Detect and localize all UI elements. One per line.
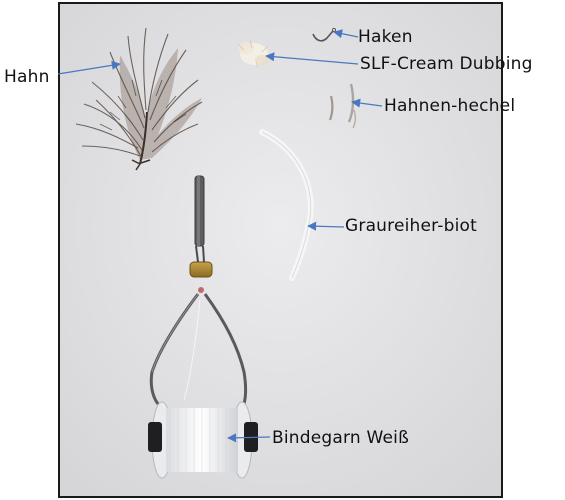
bobbin-holder-icon — [149, 175, 247, 405]
dubbing-tuft — [237, 39, 269, 69]
arrow-haken — [333, 29, 359, 39]
label-haken: Haken — [358, 27, 413, 47]
label-hechel: Hahnen-hechel — [384, 96, 516, 116]
arrow-biot — [307, 221, 345, 231]
feather-icon — [75, 27, 203, 171]
arrow-hahn — [57, 60, 121, 75]
biot-quill — [259, 129, 314, 281]
label-hahn: Hahn — [4, 67, 50, 87]
thread-spool-icon — [148, 401, 258, 479]
arrow-dubbing — [265, 52, 359, 65]
arrow-hechel — [351, 98, 383, 108]
label-biot: Graureiher-biot — [345, 216, 478, 236]
annotation-arrows — [57, 29, 383, 443]
arrow-bindegarn — [227, 433, 271, 443]
label-dubbing: SLF-Cream Dubbing — [360, 54, 533, 74]
label-bindegarn: Bindegarn Weiß — [272, 428, 409, 448]
